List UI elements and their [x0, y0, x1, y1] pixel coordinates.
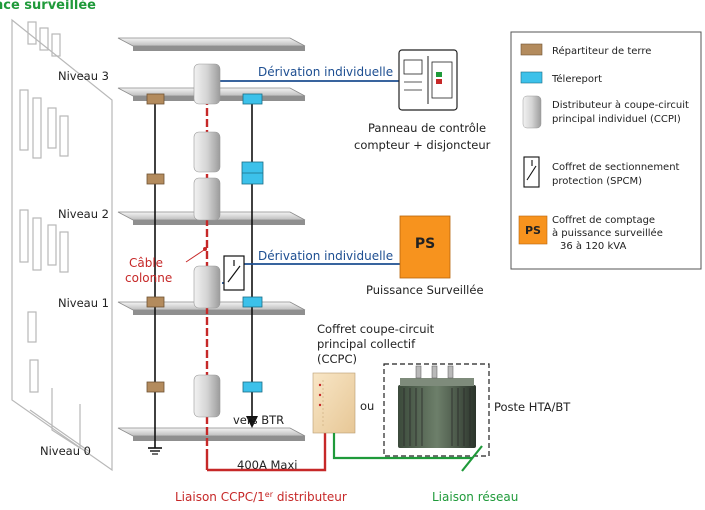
legend-item-ps: PS Coffret de comptage à puissance surve… — [518, 215, 663, 252]
vers-btr-label: vers BTR — [233, 413, 284, 427]
max-current-label: 400A Maxi — [237, 458, 297, 472]
level-label-1: Niveau 1 — [58, 296, 109, 310]
ccpi-distributor — [193, 177, 221, 221]
poste-label: Poste HTA/BT — [494, 400, 571, 414]
liaison-ccpc-label: Liaison CCPC/1er distributeur — [175, 490, 347, 504]
level-label-3: Niveau 3 — [58, 69, 109, 83]
ccpc-label-line2: principal collectif — [317, 337, 416, 351]
legend-item-earth: Répartiteur de terre — [520, 43, 651, 57]
network-link — [332, 433, 483, 472]
earth-conductor — [146, 93, 165, 455]
liaison-reseau-label: Liaison réseau — [432, 490, 518, 504]
level-label-2: Niveau 2 — [58, 207, 109, 221]
legend: Répartiteur de terre Télereport Distribu… — [510, 31, 702, 270]
svg-text:à puissance surveillée: à puissance surveillée — [552, 227, 663, 239]
svg-text:protection (SPCM): protection (SPCM) — [552, 176, 642, 187]
ps-meter-box: PS — [399, 215, 451, 279]
svg-text:36 à 120 kVA: 36 à 120 kVA — [560, 240, 626, 252]
slab-level-0 — [117, 427, 306, 441]
svg-text:Distributeur à coupe-circuit: Distributeur à coupe-circuit — [552, 99, 689, 111]
svg-text:Coffret de sectionnement: Coffret de sectionnement — [552, 162, 680, 173]
level-label-0: Niveau 0 — [40, 444, 91, 458]
header-title-fragment: nce surveillée — [0, 0, 96, 13]
ccpi-distributor — [193, 265, 221, 309]
control-panel — [398, 49, 458, 111]
derivation-top-label: Dérivation individuelle — [258, 65, 393, 79]
derivation-mid-label: Dérivation individuelle — [258, 249, 393, 263]
riser-label-line1: Câble — [129, 256, 163, 270]
earth-distributor-box — [146, 173, 165, 185]
earth-distributor-box — [146, 296, 165, 308]
ccpc-box — [312, 372, 356, 434]
ccpi-distributors — [193, 63, 221, 418]
ps-box-label: PS — [415, 236, 435, 252]
ccpi-distributor — [193, 131, 221, 173]
svg-text:principal individuel (CCPI): principal individuel (CCPI) — [552, 114, 681, 125]
building-facade — [11, 18, 113, 472]
telereport-box — [242, 296, 263, 308]
earth-distributor-box — [146, 381, 165, 393]
telereport-box — [242, 93, 263, 105]
telereport-box — [242, 381, 263, 393]
slab-roof — [117, 37, 306, 51]
transformer-station — [383, 363, 490, 457]
or-label: ou — [360, 399, 374, 413]
ccpc-label-line3: (CCPC) — [317, 352, 357, 366]
telereport-line — [241, 93, 264, 428]
legend-item-telereport: Télereport — [520, 71, 602, 85]
spcm-box — [223, 255, 245, 291]
svg-text:Répartiteur de terre: Répartiteur de terre — [552, 45, 651, 57]
earth-distributor-box — [146, 93, 165, 105]
svg-text:Coffret de comptage: Coffret de comptage — [552, 215, 655, 226]
ccpi-distributor — [193, 63, 221, 105]
ps-caption: Puissance Surveillée — [366, 283, 484, 297]
legend-item-spcm: Coffret de sectionnement protection (SPC… — [523, 156, 680, 188]
legend-item-ccpi: Distributeur à coupe-circuit principal i… — [522, 95, 689, 129]
ccpi-distributor — [193, 374, 221, 418]
panel-label-line2: compteur + disjoncteur — [354, 138, 491, 152]
panel-label-line1: Panneau de contrôle — [368, 121, 486, 135]
ccpc-label-line1: Coffret coupe-circuit — [317, 322, 435, 336]
riser-label-line2: colonne — [125, 271, 172, 285]
building-windows — [19, 21, 91, 453]
riser-cable — [185, 75, 327, 472]
svg-text:Télereport: Télereport — [551, 73, 602, 85]
svg-text:PS: PS — [525, 224, 541, 237]
